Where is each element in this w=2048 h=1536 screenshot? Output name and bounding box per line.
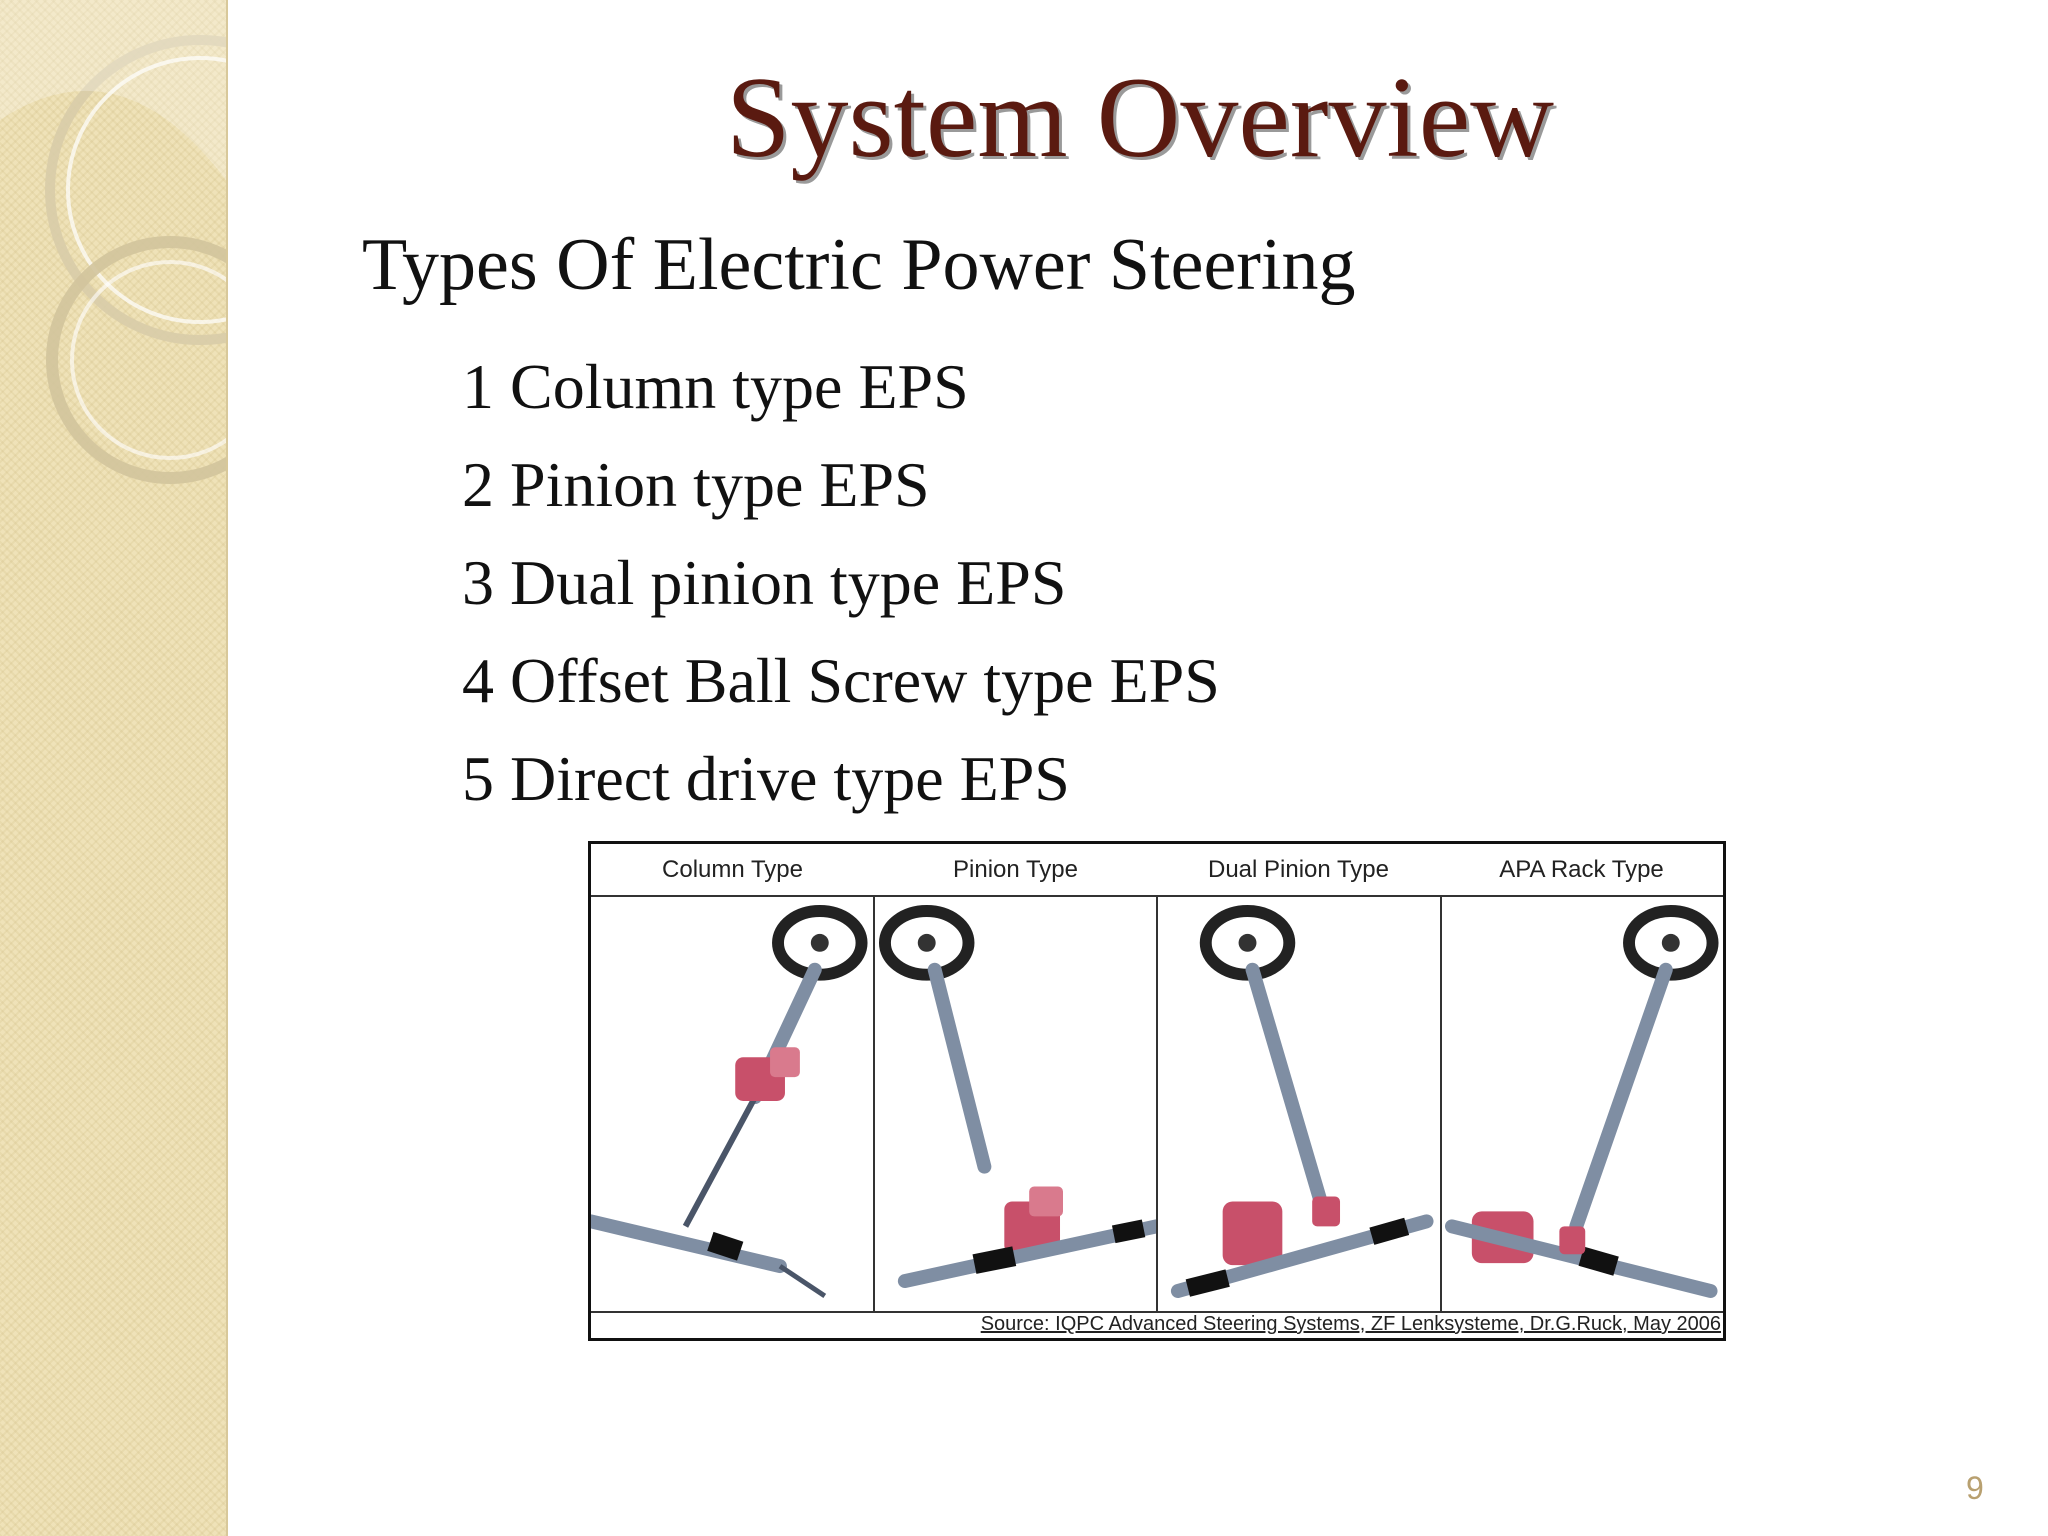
steering-system-illustration [1170, 905, 1434, 1298]
decorative-sidebar [0, 0, 228, 1536]
figure-header-column-type: Column Type [662, 855, 803, 883]
figure-source-caption: Source: IQPC Advanced Steering Systems, … [980, 1313, 1721, 1335]
list-item: 1 Column type EPS [462, 351, 969, 422]
pinion-type-panel [875, 897, 1158, 1311]
figure-header-dual-pinion-type: Dual Pinion Type [1207, 855, 1389, 883]
list-item: 5 Direct drive type EPS [462, 743, 1070, 814]
slide-title: System Overview [726, 54, 1554, 182]
eps-types-figure: Column Type Pinion Type Dual Pinion Type… [588, 841, 1726, 1341]
ring-decoration-icon [0, 0, 226, 484]
figure-header-apa-rack-type: APA Rack Type [1499, 855, 1664, 883]
dual-pinion-type-panel [1158, 897, 1442, 1311]
list-item: 2 Pinion type EPS [462, 449, 930, 520]
figure-header-pinion-type: Pinion Type [953, 855, 1078, 883]
slide-subtitle: Types Of Electric Power Steering [362, 224, 1356, 306]
figure-panels [591, 897, 1723, 1313]
eps-types-list: 1 Column type EPS 2 Pinion type EPS 3 Du… [462, 338, 1220, 828]
figure-header-row: Column Type Pinion Type Dual Pinion Type… [591, 844, 1723, 897]
steering-system-illustration [878, 905, 1156, 1289]
apa-rack-type-panel [1442, 897, 1724, 1311]
steering-system-illustration [591, 905, 868, 1299]
page-number: 9 [1966, 1470, 1984, 1506]
steering-system-illustration [1444, 905, 1719, 1298]
list-item: 3 Dual pinion type EPS [462, 547, 1067, 618]
column-type-panel [591, 897, 875, 1311]
list-item: 4 Offset Ball Screw type EPS [462, 645, 1220, 716]
